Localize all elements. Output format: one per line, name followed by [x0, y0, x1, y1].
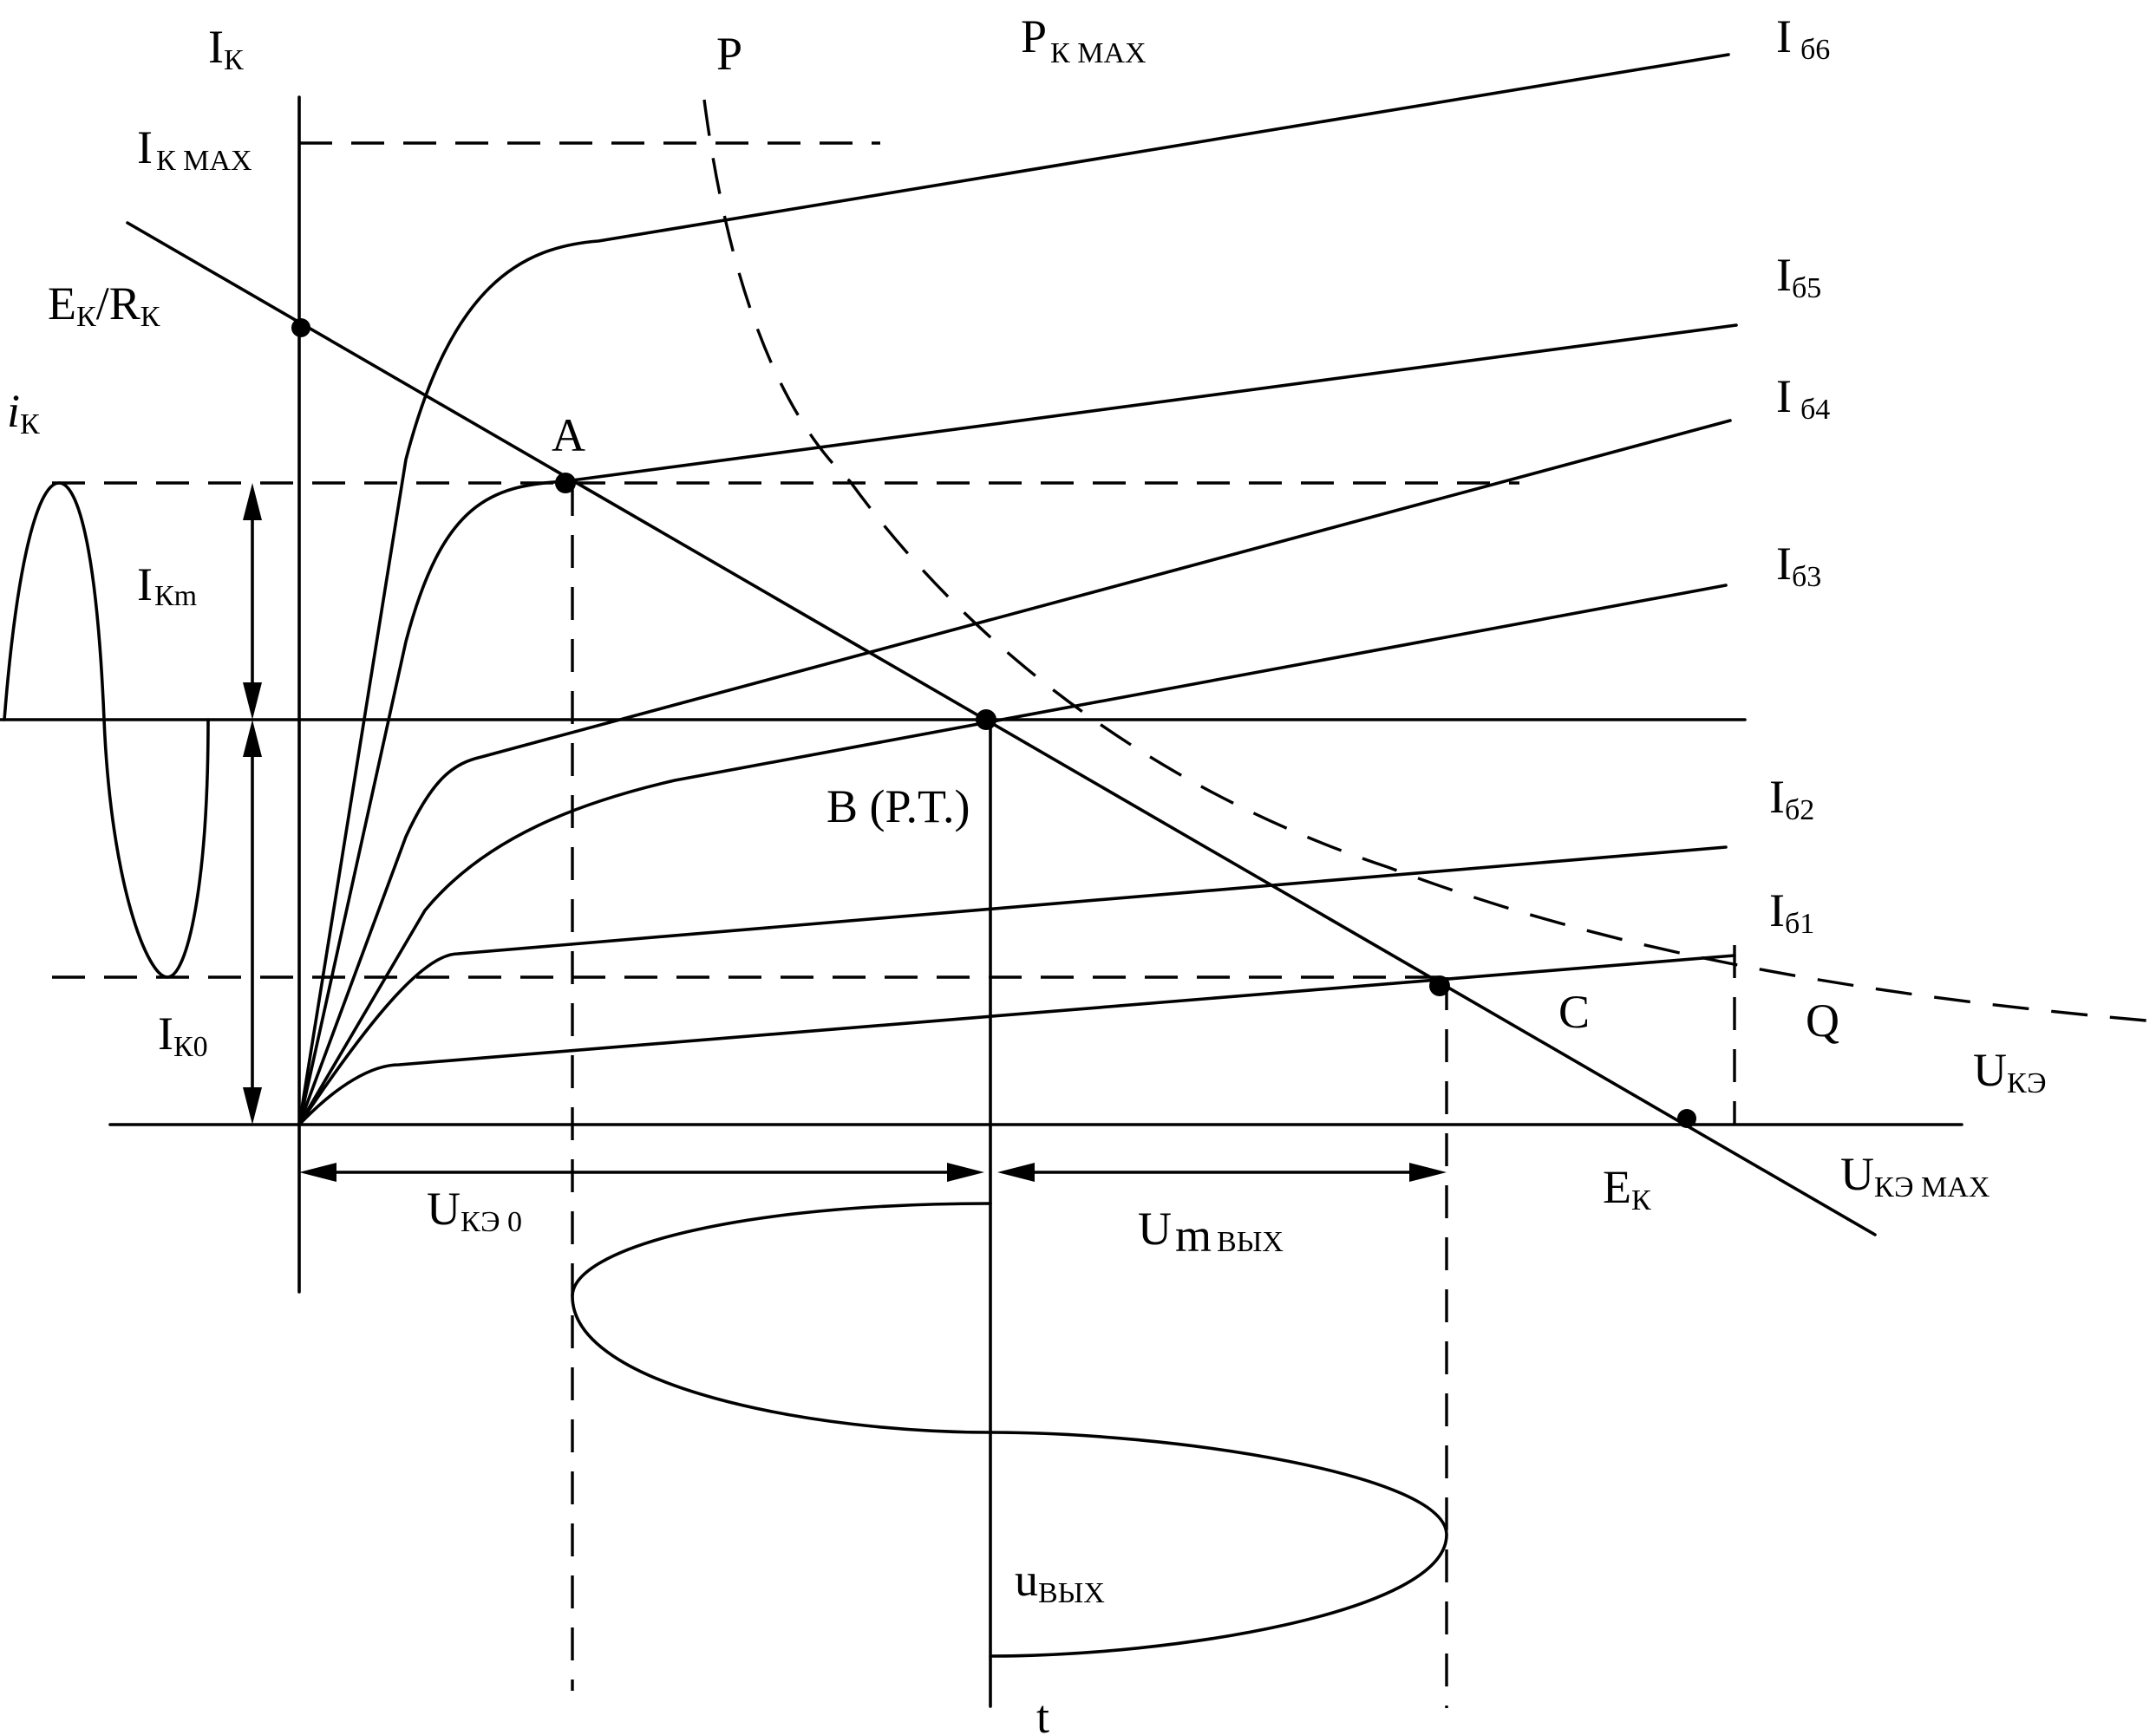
um-out-arrow-head-left: [997, 1163, 1035, 1182]
point-ek: [1677, 1109, 1696, 1128]
y-axis-label: IК: [208, 21, 244, 76]
curve-ib2: [297, 845, 1728, 1126]
um-out-arrow-head-right: [1409, 1163, 1447, 1182]
uke-max-label: UКЭ MAX: [1840, 1148, 1989, 1203]
uke0-arrow-head-left: [299, 1163, 336, 1182]
point-b: [976, 709, 996, 730]
point-c-label: C: [1558, 986, 1590, 1038]
ik-signal-label: iК: [7, 385, 40, 440]
ik0-label: IК0: [158, 1008, 208, 1063]
curve-label-ib1: Iб1: [1769, 884, 1814, 940]
x-axis-label: UКЭ: [1973, 1044, 2047, 1099]
u-out-label: uВЫХ: [1015, 1554, 1105, 1609]
curve-ib4: [297, 419, 1732, 1126]
ikm-label: IКm: [137, 558, 197, 612]
curve-label-ib5: Iб5: [1776, 249, 1821, 304]
point-b-label: B (P.T.): [826, 780, 970, 832]
point-a-label: A: [552, 409, 585, 461]
ik0-arrow-head-up: [243, 720, 262, 757]
max-power-hyperbola: [702, 99, 2156, 1023]
output-voltage-sinusoid: [571, 1202, 1448, 1658]
ikm-arrow-head-down: [243, 682, 262, 720]
curve-ib6: [297, 53, 1730, 1126]
uke0-label: UКЭ 0: [427, 1183, 522, 1238]
collector-current-sinusoid: [3, 481, 210, 979]
load-line: [126, 221, 1877, 1236]
curve-label-ib2: Iб2: [1769, 771, 1814, 826]
ek-rk-label: EК/RК: [48, 277, 160, 333]
curve-label-ib3: Iб3: [1776, 538, 1821, 593]
curve-ib1: [297, 954, 1736, 1126]
point-a: [555, 473, 576, 493]
p-label: P: [716, 28, 742, 80]
t-label: t: [1036, 1691, 1049, 1735]
ek-label: EК: [1603, 1161, 1651, 1216]
ik0-arrow-head-down: [243, 1087, 262, 1125]
point-c: [1429, 975, 1450, 996]
curve-ib5: [297, 323, 1738, 1126]
curve-ib3: [297, 584, 1728, 1126]
point-ek-rk: [291, 318, 310, 337]
uke0-arrow-head-right: [947, 1163, 984, 1182]
point-q-label: Q: [1806, 995, 1839, 1047]
ikm-arrow-head-up: [243, 483, 262, 520]
